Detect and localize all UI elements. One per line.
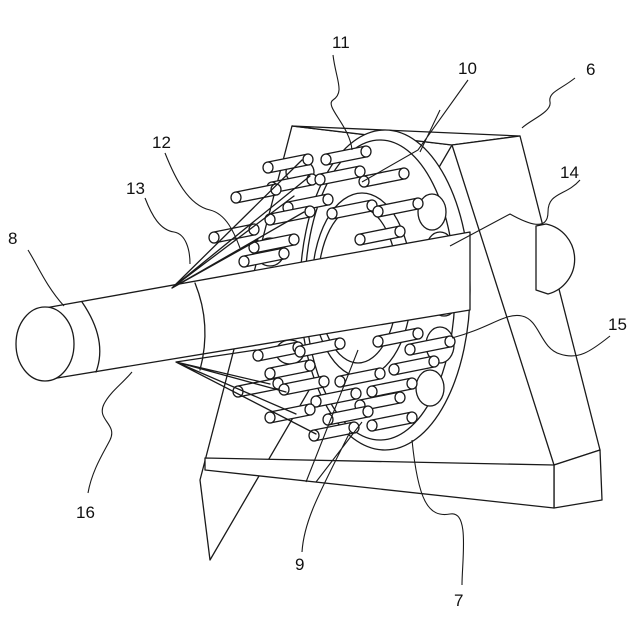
rear-bearing-boss xyxy=(536,224,575,294)
frame-base-front xyxy=(205,458,554,508)
label-7: 7 xyxy=(454,591,463,610)
frame-slanted-face xyxy=(452,136,600,465)
label-8: 8 xyxy=(8,229,17,248)
label-12: 12 xyxy=(152,133,171,152)
label-9: 9 xyxy=(295,555,304,574)
label-14: 14 xyxy=(560,163,579,182)
pin xyxy=(309,422,359,441)
disc-hole-lower-b xyxy=(416,370,444,406)
label-15: 15 xyxy=(608,315,627,334)
shaft-end-face xyxy=(16,307,74,381)
label-10: 10 xyxy=(458,59,477,78)
label-6: 6 xyxy=(586,60,595,79)
label-13: 13 xyxy=(126,179,145,198)
label-11: 11 xyxy=(332,33,350,52)
label-16: 16 xyxy=(76,503,95,522)
